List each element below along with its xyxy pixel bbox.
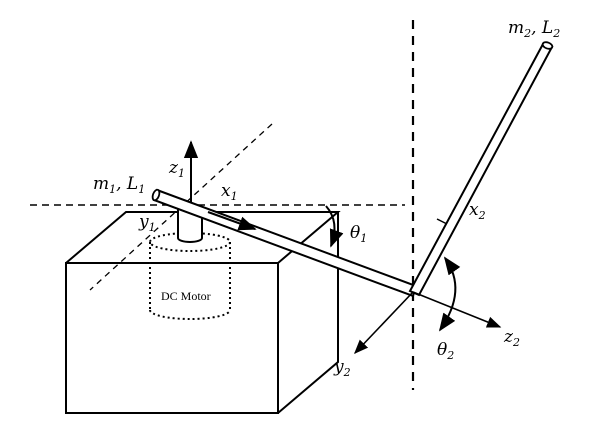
x1-axis-arrow — [207, 211, 257, 231]
motor-housing-box — [65, 211, 341, 414]
x2-label: x2 — [469, 200, 486, 222]
z1-label: z1 — [168, 158, 185, 180]
dc-motor-body — [149, 232, 231, 320]
z2-label: z2 — [503, 327, 520, 349]
m2-l2-label: m2, L2 — [508, 18, 560, 40]
y2-label: y2 — [333, 357, 351, 379]
theta2-arc-arrow — [438, 256, 461, 332]
m1-l1-label: m1, L1 — [93, 174, 145, 196]
y2-axis-arrow — [354, 291, 414, 355]
x1-label: x1 — [221, 181, 238, 203]
theta2-label: θ2 — [437, 340, 454, 362]
theta1-arc-arrow — [325, 205, 344, 248]
dc-motor-label: DC Motor — [161, 289, 211, 303]
y1-label: y1 — [138, 212, 156, 234]
link-2-pendulum — [408, 41, 554, 297]
theta1-label: θ1 — [350, 223, 367, 245]
z2-axis-arrow — [412, 291, 502, 328]
